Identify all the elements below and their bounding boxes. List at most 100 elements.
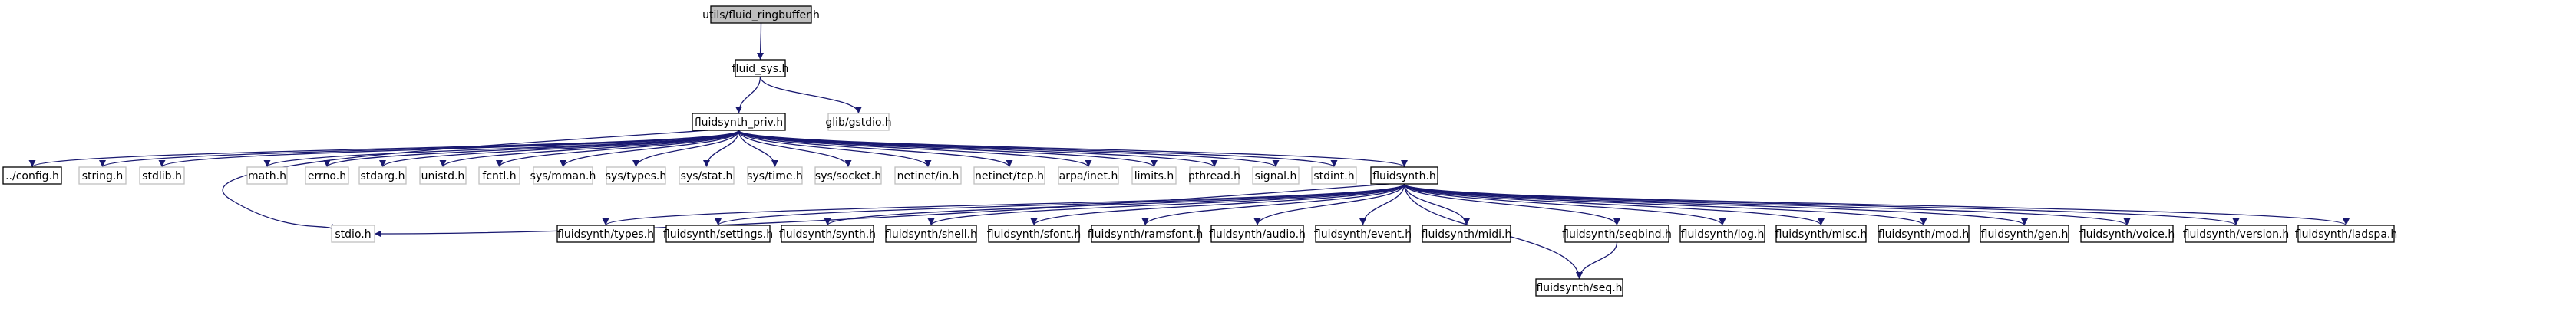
node-fluidsynth[interactable]: fluidsynth.h	[1370, 166, 1438, 185]
node-label: fluidsynth_priv.h	[695, 116, 783, 129]
edge-fluidsynth_priv-to-stdint	[738, 130, 1338, 168]
node-box	[1091, 225, 1200, 243]
node-box	[419, 166, 467, 185]
node-fs-log[interactable]: fluidsynth/log.h	[1679, 225, 1765, 243]
node-label: string.h	[82, 170, 124, 182]
node-box	[814, 166, 882, 185]
edge-fluidsynth_priv-to-sys_time	[738, 130, 778, 168]
node-fs-gen[interactable]: fluidsynth/gen.h	[1980, 225, 2069, 243]
edge-fluidsynth_priv-to-sys_types	[632, 130, 740, 168]
node-label: fluidsynth/gen.h	[1981, 228, 2069, 241]
edge-fluidsynth_priv-to-netinet_tcp	[738, 130, 1013, 168]
edge-fluidsynth-to-fs_version	[1403, 183, 2240, 226]
node-label: fluidsynth/version.h	[2183, 228, 2290, 241]
node-fs-ramsfont[interactable]: fluidsynth/ramsfont.h	[1088, 225, 1203, 243]
node-fs-audio[interactable]: fluidsynth/audio.h	[1209, 225, 1306, 243]
node-label: fluidsynth/shell.h	[885, 228, 977, 241]
node-label: fluidsynth/midi.h	[1422, 228, 1512, 241]
node-box	[973, 166, 1045, 185]
node-fs-sfont[interactable]: fluidsynth/sfont.h	[987, 225, 1081, 243]
node-sys-types: sys/types.h	[606, 166, 666, 185]
node-label: signal.h	[1255, 170, 1297, 182]
node-box	[139, 166, 185, 185]
edge-fluidsynth-to-fs_event	[1359, 183, 1405, 226]
node-label: fluidsynth/event.h	[1314, 228, 1412, 241]
node-label: fluidsynth/log.h	[1681, 228, 1765, 241]
node-box	[665, 225, 771, 243]
node-fs-types[interactable]: fluidsynth/types.h	[556, 225, 655, 243]
node-box	[606, 166, 666, 185]
node-label: fluidsynth/ramsfont.h	[1088, 228, 1203, 241]
node-label: fluidsynth/voice.h	[2079, 228, 2175, 241]
node-label: math.h	[248, 170, 286, 182]
node-fs-voice[interactable]: fluidsynth/voice.h	[2079, 225, 2175, 243]
node-box	[988, 225, 1080, 243]
node-box	[1131, 166, 1177, 185]
edge-fluidsynth-to-fs_misc	[1403, 183, 1825, 226]
node-label: sys/stat.h	[681, 170, 733, 182]
node-errno: errno.h	[305, 166, 349, 185]
node-label: fcntl.h	[482, 170, 516, 182]
node-label: stdlib.h	[142, 170, 182, 182]
edge-fluid_sys-to-fluidsynth_priv	[735, 76, 761, 114]
node-fs-settings[interactable]: fluidsynth/settings.h	[663, 225, 773, 243]
node-stdint: stdint.h	[1311, 166, 1357, 185]
node-fs-mod[interactable]: fluidsynth/mod.h	[1878, 225, 1970, 243]
node-box	[1980, 225, 2069, 243]
node-math: math.h	[246, 166, 288, 185]
node-fs-version[interactable]: fluidsynth/version.h	[2183, 225, 2290, 243]
edge-fluidsynth_priv-to-math	[263, 130, 740, 168]
edge-fluidsynth_priv-to-stdio	[222, 130, 708, 232]
node-label: netinet/tcp.h	[975, 170, 1044, 182]
node-label: stdarg.h	[361, 170, 405, 182]
node-box	[1422, 225, 1511, 243]
edge-fluidsynth_priv-to-string	[99, 130, 740, 168]
edge-fluidsynth-to-fs_types	[602, 183, 1405, 226]
node-label: fluidsynth.h	[1372, 170, 1436, 182]
node-netinet-in: netinet/in.h	[894, 166, 962, 185]
node-label: arpa/inet.h	[1059, 170, 1118, 182]
node-fcntl: fcntl.h	[478, 166, 520, 185]
edge-fluidsynth_priv-to-sys_mman	[560, 130, 740, 168]
node-fs-seq[interactable]: fluidsynth/seq.h	[1535, 278, 1623, 297]
edge-fluidsynth_priv-to-sys_socket	[738, 130, 852, 168]
edge-fluidsynth_priv-to-sys_stat	[703, 130, 740, 168]
node-fs-misc[interactable]: fluidsynth/misc.h	[1775, 225, 1868, 243]
node-fs-ladspa[interactable]: fluidsynth/ladspa.h	[2295, 225, 2397, 243]
node-fluid-sys[interactable]: fluid_sys.h	[732, 59, 789, 77]
node-label: fluidsynth/seq.h	[1536, 282, 1622, 294]
node-box	[2080, 225, 2174, 243]
node-sys-mman: sys/mman.h	[530, 166, 596, 185]
node-fs-shell[interactable]: fluidsynth/shell.h	[885, 225, 977, 243]
node-sys-time: sys/time.h	[747, 166, 803, 185]
node-label: fluidsynth/types.h	[557, 228, 654, 241]
node-label: fluidsynth/audio.h	[1209, 228, 1306, 241]
node-fs-event[interactable]: fluidsynth/event.h	[1314, 225, 1412, 243]
edge-fluidsynth-to-fs_ladspa	[1403, 183, 2350, 226]
node-label: fluid_sys.h	[732, 63, 789, 75]
node-limits: limits.h	[1131, 166, 1177, 185]
node-box	[1189, 166, 1240, 185]
node-box	[2297, 225, 2395, 243]
node-config[interactable]: ../config.h	[2, 166, 62, 185]
node-label: limits.h	[1134, 170, 1174, 182]
edge-fluidsynth-to-fs_audio	[1253, 183, 1405, 226]
node-sys-stat: sys/stat.h	[679, 166, 735, 185]
node-box	[305, 166, 349, 185]
node-fluidsynth-priv[interactable]: fluidsynth_priv.h	[692, 113, 786, 131]
node-box	[781, 225, 874, 243]
node-box	[1210, 225, 1304, 243]
edge-fluid_sys-to-glib_gstdio	[759, 76, 862, 114]
node-stdlib: stdlib.h	[139, 166, 185, 185]
edge-fluidsynth_priv-to-pthread	[738, 130, 1218, 168]
node-ringbuffer[interactable]: utils/fluid_ringbuffer.h	[702, 5, 820, 24]
node-label: fluidsynth/settings.h	[663, 228, 773, 241]
node-netinet-tcp: netinet/tcp.h	[973, 166, 1045, 185]
node-fs-synth[interactable]: fluidsynth/synth.h	[779, 225, 876, 243]
node-box	[1252, 166, 1300, 185]
node-box	[246, 166, 288, 185]
node-fs-seqbind[interactable]: fluidsynth/seqbind.h	[1562, 225, 1672, 243]
node-fs-midi[interactable]: fluidsynth/midi.h	[1422, 225, 1512, 243]
node-box	[1679, 225, 1765, 243]
nodes-layer: utils/fluid_ringbuffer.h fluid_sys.hfluid…	[2, 5, 2397, 297]
